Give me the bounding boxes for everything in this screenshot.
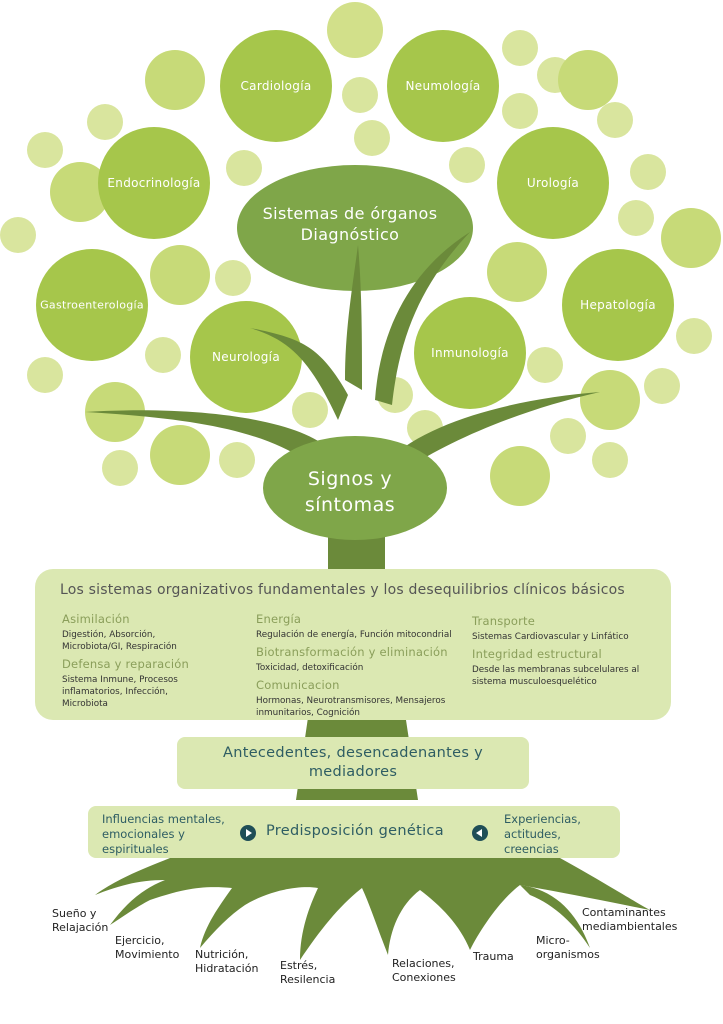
antecedents-box (177, 737, 529, 789)
signs-ellipse (263, 436, 447, 540)
antecedents-line1: Antecedentes, desencadenantes y (223, 745, 483, 761)
panel-column-2: Energía Regulación de energía, Función m… (256, 612, 466, 723)
experiences-line2: actitudes, (504, 827, 561, 841)
section-text-defense: Sistema Inmune, Procesos inflamatorios, … (62, 675, 178, 709)
predisposition-box (88, 806, 620, 858)
signs-title-line2: síntomas (304, 494, 396, 516)
diagnosis-title-line1: Sistemas de órganos (262, 204, 438, 223)
mental-influences-line2: emocionales y (102, 827, 185, 841)
diagnosis-ellipse (237, 165, 473, 291)
core-systems-panel (35, 569, 671, 720)
root-label-exercise-line1: Ejercicio, (115, 934, 165, 947)
system-label-pulmonology: Neumología (405, 79, 481, 93)
signs-title-line1: Signos y (307, 468, 393, 490)
section-heading-biotransformation: Biotransformación y eliminación (256, 645, 448, 659)
root-label-relationships-line2: Conexiones (392, 971, 456, 984)
section-text-structural: Desde las membranas subcelulares al sist… (472, 665, 640, 687)
system-label-gastroenterology: Gastroenterología (40, 298, 144, 312)
arrow-right-icon (240, 825, 256, 841)
section-heading-defense: Defensa y reparación (62, 657, 190, 671)
genetic-predisposition-label: Predisposición genética (266, 823, 444, 839)
section-heading-structural: Integridad estructural (472, 647, 602, 661)
section-text-communication: Hormonas, Neurotransmisores, Mensajeros … (256, 696, 446, 718)
root-label-exercise-line2: Movimiento (115, 948, 180, 961)
root-label-exercise: Ejercicio, Movimiento (115, 934, 179, 962)
root-label-sleep: Sueño y Relajación (52, 907, 108, 935)
system-label-hepatology: Hepatología (580, 298, 656, 312)
system-label-cardiology: Cardiología (240, 79, 312, 93)
root-label-sleep-line1: Sueño y (52, 907, 97, 920)
section-heading-transport: Transporte (472, 614, 536, 628)
mental-influences-line3: espirituales (102, 842, 169, 856)
system-label-immunology: Inmunología (431, 346, 509, 360)
root-label-stress-line2: Resilencia (280, 973, 336, 986)
experiences-text: Experiencias, actitudes, creencias (504, 812, 581, 857)
root-label-pollutants-line2: mediambientales (582, 920, 678, 933)
root-label-microorganisms: Micro- organismos (536, 934, 600, 962)
signs-title: Signos y síntomas (270, 466, 430, 518)
roots (95, 858, 650, 960)
section-heading-assimilation: Asimilación (62, 612, 130, 626)
system-label-endocrinology: Endocrinología (107, 176, 201, 190)
antecedents-line2: mediadores (308, 764, 398, 780)
root-label-microorganisms-line1: Micro- (536, 934, 570, 947)
root-label-stress-line1: Estrés, (280, 959, 318, 972)
system-circles (36, 30, 674, 413)
experiences-line3: creencias (504, 842, 559, 856)
mental-influences-text: Influencias mentales, emocionales y espi… (102, 812, 225, 857)
root-label-trauma: Trauma (473, 950, 514, 964)
root-label-pollutants: Contaminantes mediambientales (582, 906, 677, 934)
root-label-nutrition-line2: Hidratación (195, 962, 259, 975)
arrow-left-icon (472, 825, 488, 841)
section-text-energy: Regulación de energía, Función mitocondr… (256, 630, 452, 640)
root-label-sleep-line2: Relajación (52, 921, 109, 934)
diagnosis-title: Sistemas de órganos Diagnóstico (250, 203, 450, 245)
system-label-neurology: Neurología (212, 350, 280, 364)
root-label-microorganisms-line2: organismos (536, 948, 600, 961)
diagnosis-title-line2: Diagnóstico (300, 225, 400, 244)
root-label-nutrition: Nutrición, Hidratación (195, 948, 258, 976)
root-label-relationships: Relaciones, Conexiones (392, 957, 456, 985)
root-label-relationships-line1: Relaciones, (392, 957, 455, 970)
section-heading-communication: Comunicacion (256, 678, 340, 692)
root-label-nutrition-line1: Nutrición, (195, 948, 249, 961)
section-heading-energy: Energía (256, 612, 302, 626)
section-text-transport: Sistemas Cardiovascular y Linfático (472, 632, 629, 642)
panel-title: Los sistemas organizativos fundamentales… (60, 582, 625, 598)
panel-column-1: Asimilación Digestión, Absorción, Microb… (62, 612, 202, 714)
root-label-stress: Estrés, Resilencia (280, 959, 335, 987)
mental-influences-line1: Influencias mentales, (102, 812, 225, 826)
root-label-pollutants-line1: Contaminantes (582, 906, 666, 919)
panel-column-3: Transporte Sistemas Cardiovascular y Lin… (472, 614, 662, 692)
root-label-trauma-line1: Trauma (473, 950, 514, 963)
section-text-assimilation: Digestión, Absorción, Microbiota/GI, Res… (62, 630, 177, 652)
experiences-line1: Experiencias, (504, 812, 581, 826)
background-circles (0, 2, 721, 506)
system-label-urology: Urología (526, 176, 580, 190)
antecedents-title: Antecedentes, desencadenantes y mediador… (177, 744, 529, 782)
section-text-biotransformation: Toxicidad, detoxificación (256, 663, 364, 673)
